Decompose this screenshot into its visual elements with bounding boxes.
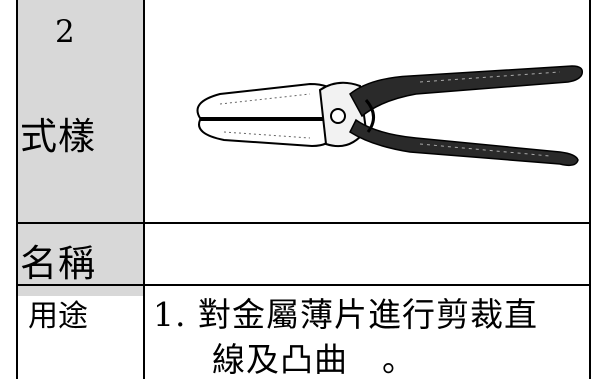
item-number: 2 [55, 14, 75, 50]
usage-label: 用途 [28, 299, 88, 334]
right-border [589, 0, 591, 379]
name-label: 名稱 [20, 242, 96, 285]
column-divider [143, 0, 145, 379]
row-divider-2 [16, 284, 591, 286]
left-border [16, 0, 18, 379]
usage-label-cell [16, 296, 144, 379]
tin-snips-icon [196, 65, 584, 167]
style-label: 式樣 [20, 115, 96, 158]
row-divider-1 [16, 222, 591, 224]
usage-line-1: 1. 對金屬薄片進行剪裁直 [153, 295, 538, 334]
usage-line-2: 線及凸曲 。 [212, 340, 416, 379]
